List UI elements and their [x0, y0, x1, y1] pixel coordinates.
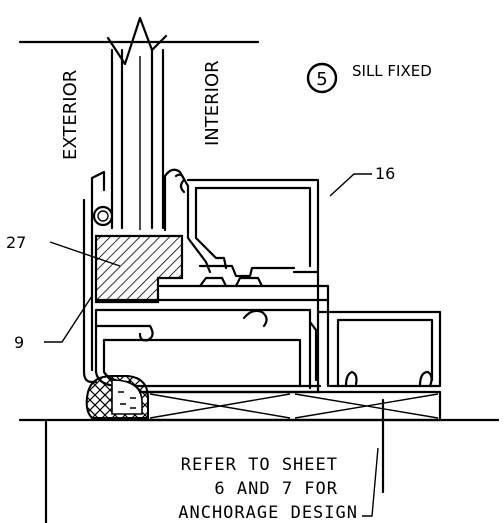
leader-27	[49, 241, 121, 267]
detail-number: 5	[316, 69, 327, 90]
leader-anchorage	[362, 447, 379, 517]
sealant-bead	[85, 375, 149, 419]
shim-bed	[138, 390, 442, 422]
leader-9	[44, 295, 93, 343]
leader-16	[329, 173, 372, 197]
exterior-label: EXTERIOR	[60, 70, 81, 160]
detail-title: SILL FIXED	[352, 62, 432, 80]
frame-main-box	[186, 178, 320, 278]
callout-16: 16	[375, 164, 395, 183]
sill-receptor	[308, 310, 442, 388]
anchorage-note-line2: 6 AND 7 FOR	[214, 479, 338, 499]
detail-number-circle	[306, 62, 338, 94]
anchorage-note-line1: REFER TO SHEET	[181, 455, 338, 475]
exterior-frame	[82, 170, 114, 384]
anchorage-note-line3: ANCHORAGE DESIGN	[178, 503, 358, 523]
interior-label: INTERIOR	[202, 60, 223, 146]
callout-27: 27	[6, 233, 26, 252]
substrate-sill	[18, 418, 500, 523]
glass-unit	[106, 16, 168, 230]
callout-9: 9	[14, 333, 24, 352]
setting-block	[94, 234, 184, 304]
interior-stop	[163, 168, 212, 274]
frame-body	[94, 270, 330, 394]
